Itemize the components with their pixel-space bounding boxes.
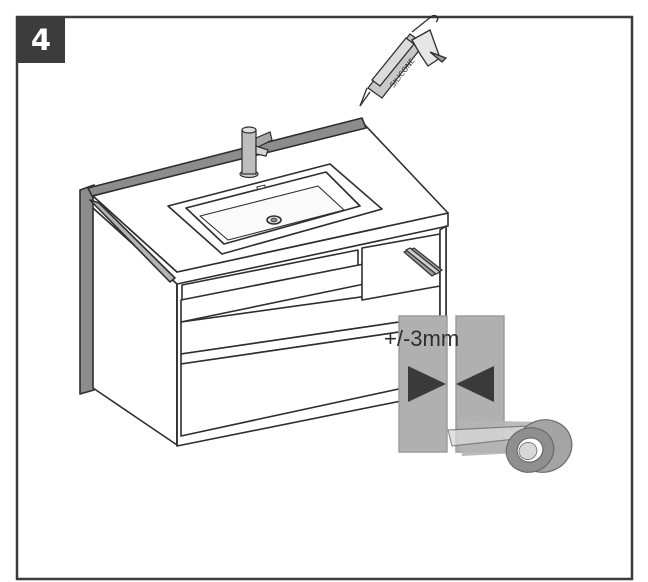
vanity-cabinet [79, 117, 449, 447]
silicone-gun-icon [359, 14, 448, 107]
faucet-icon [239, 126, 273, 179]
arrow-right-icon [408, 366, 446, 402]
basin-floor [199, 185, 345, 241]
step-number-badge: 4 [17, 17, 65, 63]
tolerance-label: +/-3mm [384, 326, 460, 351]
diagram-border [15, 15, 634, 581]
seal-strip-side [89, 199, 176, 283]
arrow-left-icon [456, 366, 494, 402]
tape-roll-icon [447, 419, 573, 473]
seal-strip-left [79, 184, 95, 395]
drawer-runner [402, 247, 444, 277]
